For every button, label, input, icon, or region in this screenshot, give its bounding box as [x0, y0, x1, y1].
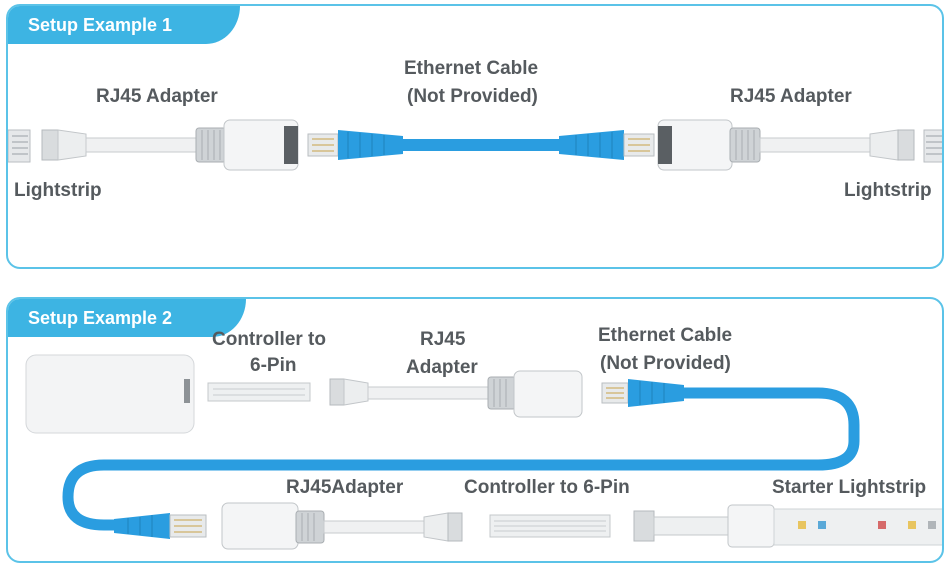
rj45-adapter-bottom [221, 502, 463, 550]
setup-example-1-title: Setup Example 1 [8, 6, 240, 44]
lightstrip-right-connector [923, 129, 942, 163]
ethernet-cable-label-line1: Ethernet Cable [404, 58, 539, 79]
rj45-adapter-top-label-line1: RJ45 [420, 329, 466, 350]
setup-example-1-panel: Setup Example 1 [6, 4, 944, 269]
controller-to-6pin-bottom [489, 514, 611, 538]
setup-example-1-diagram [8, 119, 942, 171]
starter-lightstrip-label: Starter Lightstrip [772, 477, 927, 498]
rj45-adapter-top [329, 370, 583, 418]
controller-box [25, 354, 195, 434]
lightstrip-right-label: Lightstrip [844, 180, 932, 201]
rj45-adapter-right [657, 119, 915, 171]
controller-to-6pin-bottom-label: Controller to 6-Pin [464, 477, 630, 498]
setup-example-2-title: Setup Example 2 [8, 299, 246, 337]
ethernet-cable-label-line2: (Not Provided) [407, 86, 538, 107]
rj45adapter-bottom-label: RJ45Adapter [286, 477, 404, 498]
controller-to-6pin-label-line1: Controller to [212, 329, 326, 350]
ethernet-cable-label-line1: Ethernet Cable [598, 325, 733, 346]
lightstrip-left-label: Lightstrip [14, 180, 102, 201]
starter-lightstrip [633, 504, 942, 548]
setup-example-2-panel: Setup Example 2 [6, 297, 944, 563]
rj45-adapter-right-label: RJ45 Adapter [730, 86, 852, 107]
rj45-adapter-top-label-line2: Adapter [406, 357, 478, 378]
ethernet-cable-label-line2: (Not Provided) [600, 353, 731, 374]
setup-example-2-diagram [25, 354, 942, 550]
ethernet-cable [307, 130, 655, 160]
controller-to-6pin-label-line2: 6-Pin [250, 355, 297, 376]
controller-to-6pin-top [207, 382, 311, 402]
rj45-adapter-left [41, 119, 299, 171]
lightstrip-left-connector [8, 129, 31, 163]
ethernet-cable-loop [62, 379, 860, 539]
rj45-adapter-left-label: RJ45 Adapter [96, 86, 218, 107]
